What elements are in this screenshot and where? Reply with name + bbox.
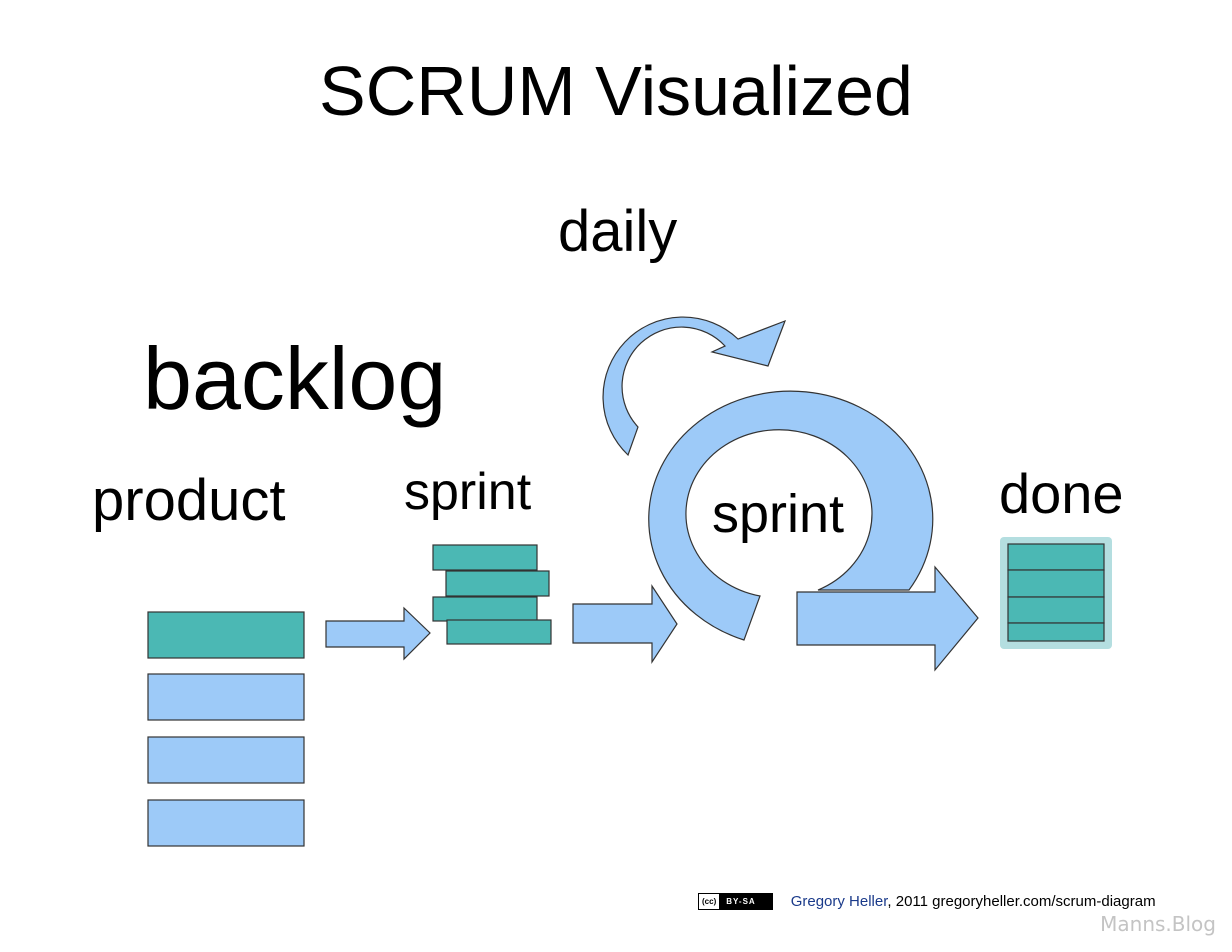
sprint-backlog-item: [446, 619, 552, 645]
watermark: Manns.Blog: [1100, 912, 1216, 936]
product-label: product: [92, 468, 286, 533]
cc-license-type: BY-SA: [720, 893, 772, 909]
product-backlog-item: [147, 736, 305, 784]
done-item: [1007, 543, 1105, 571]
product-backlog-item: [147, 673, 305, 721]
backlog-label: backlog: [143, 329, 447, 428]
sprint-backlog-item: [432, 596, 538, 622]
cc-license-icon: (cc): [699, 893, 721, 909]
arrow-to-done: [796, 565, 979, 672]
product-backlog-item: [147, 611, 305, 659]
cc-license-badge[interactable]: (cc) BY-SA: [698, 892, 773, 910]
sprint-backlog-item: [445, 570, 550, 597]
footer-credit: (cc) BY-SA Gregory Heller, 2011 gregoryh…: [698, 891, 1156, 911]
sprint-backlog-item: [432, 544, 538, 571]
done-item: [1007, 622, 1105, 642]
sprint-cycle-label: sprint: [712, 484, 845, 544]
product-backlog-item: [147, 799, 305, 847]
sprint-cycle-ring: [648, 390, 934, 641]
page-title: SCRUM Visualized: [319, 52, 913, 130]
credit-text: Gregory Heller, 2011 gregoryheller.com/s…: [791, 893, 1156, 910]
done-item: [1007, 596, 1105, 624]
daily-cycle-arrow: [602, 316, 787, 457]
daily-label: daily: [558, 199, 678, 264]
author-link[interactable]: Gregory Heller: [790, 892, 888, 910]
done-item: [1007, 569, 1105, 598]
done-label: done: [999, 462, 1124, 525]
arrow-to-sprint-cycle: [572, 583, 678, 665]
arrow-to-sprint-backlog: [325, 606, 431, 661]
sprint-backlog-label: sprint: [404, 463, 532, 521]
credit-year-url: , 2011 gregoryheller.com/scrum-diagram: [887, 892, 1156, 910]
